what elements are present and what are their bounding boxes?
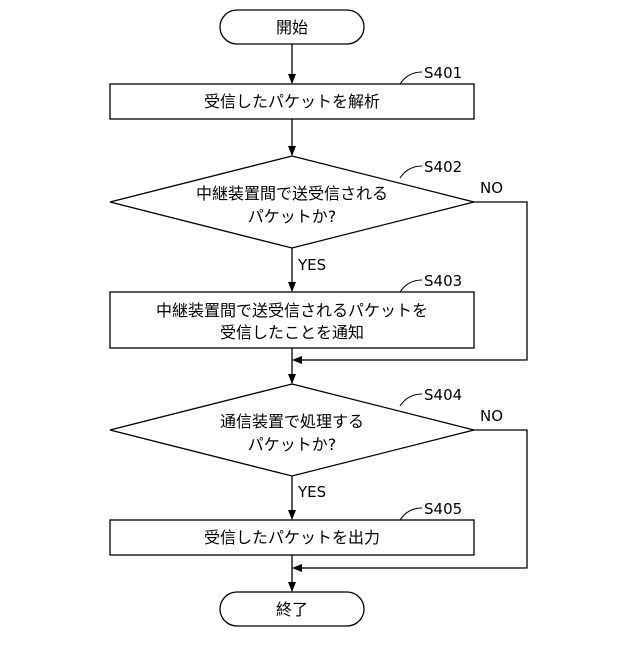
decision-s404-line1: 通信装置で処理する <box>220 412 364 431</box>
step-id-s404: S404 <box>424 386 462 404</box>
step-id-s403: S403 <box>424 272 462 290</box>
process-s403-line1: 中継装置間で送受信されるパケットを <box>156 301 428 320</box>
step-leader-s403 <box>400 280 422 292</box>
step-leader-s401 <box>400 72 422 84</box>
decision-s404-no-label: NO <box>480 407 503 425</box>
end-label: 終了 <box>276 600 308 619</box>
step-id-s405: S405 <box>424 500 462 518</box>
decision-s402-no-label: NO <box>480 179 503 197</box>
decision-s402-yes-label: YES <box>297 256 326 274</box>
decision-s402: 中継装置間で送受信される パケットか? S402 NO YES <box>110 156 503 274</box>
decision-s404-yes-label: YES <box>297 483 326 501</box>
decision-s402-line2: パケットか? <box>248 207 337 226</box>
decision-s402-line1: 中継装置間で送受信される <box>196 184 388 203</box>
step-leader-s402 <box>400 166 422 178</box>
decision-s404: 通信装置で処理する パケットか? S404 NO YES <box>110 384 503 501</box>
step-leader-s405 <box>400 508 422 520</box>
start-label: 開始 <box>276 18 308 37</box>
end-terminal: 終了 <box>220 592 364 626</box>
decision-s404-line2: パケットか? <box>248 435 337 454</box>
process-s401-text: 受信したパケットを解析 <box>204 92 380 111</box>
start-terminal: 開始 <box>220 10 364 44</box>
step-id-s401: S401 <box>424 64 462 82</box>
step-id-s402: S402 <box>424 158 462 176</box>
process-s403-line2: 受信したことを通知 <box>220 323 364 342</box>
process-s405-text: 受信したパケットを出力 <box>204 528 380 547</box>
step-leader-s404 <box>400 394 422 406</box>
